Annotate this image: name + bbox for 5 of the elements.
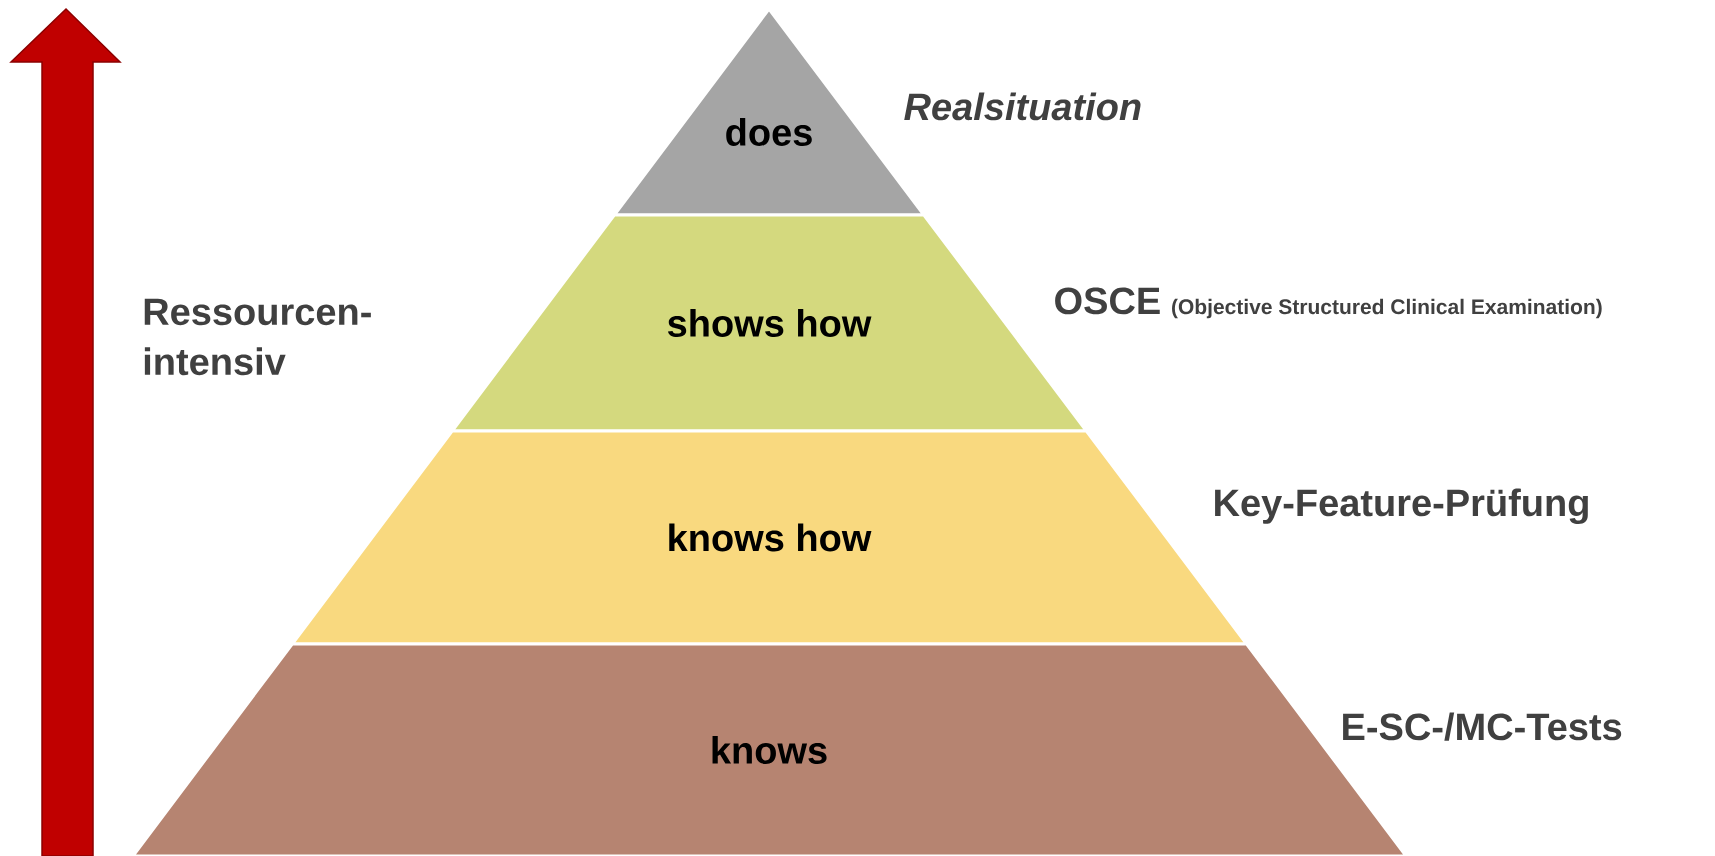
method-note: (Objective Structured Clinical Examination) bbox=[1172, 298, 1602, 319]
method-label: Key-Feature-Prüfung bbox=[1215, 488, 1588, 525]
method-label: Realsituation bbox=[904, 92, 1141, 121]
axis-label: Ressourcen- intensiv bbox=[144, 298, 371, 376]
method-label: OSCE bbox=[1055, 287, 1160, 315]
